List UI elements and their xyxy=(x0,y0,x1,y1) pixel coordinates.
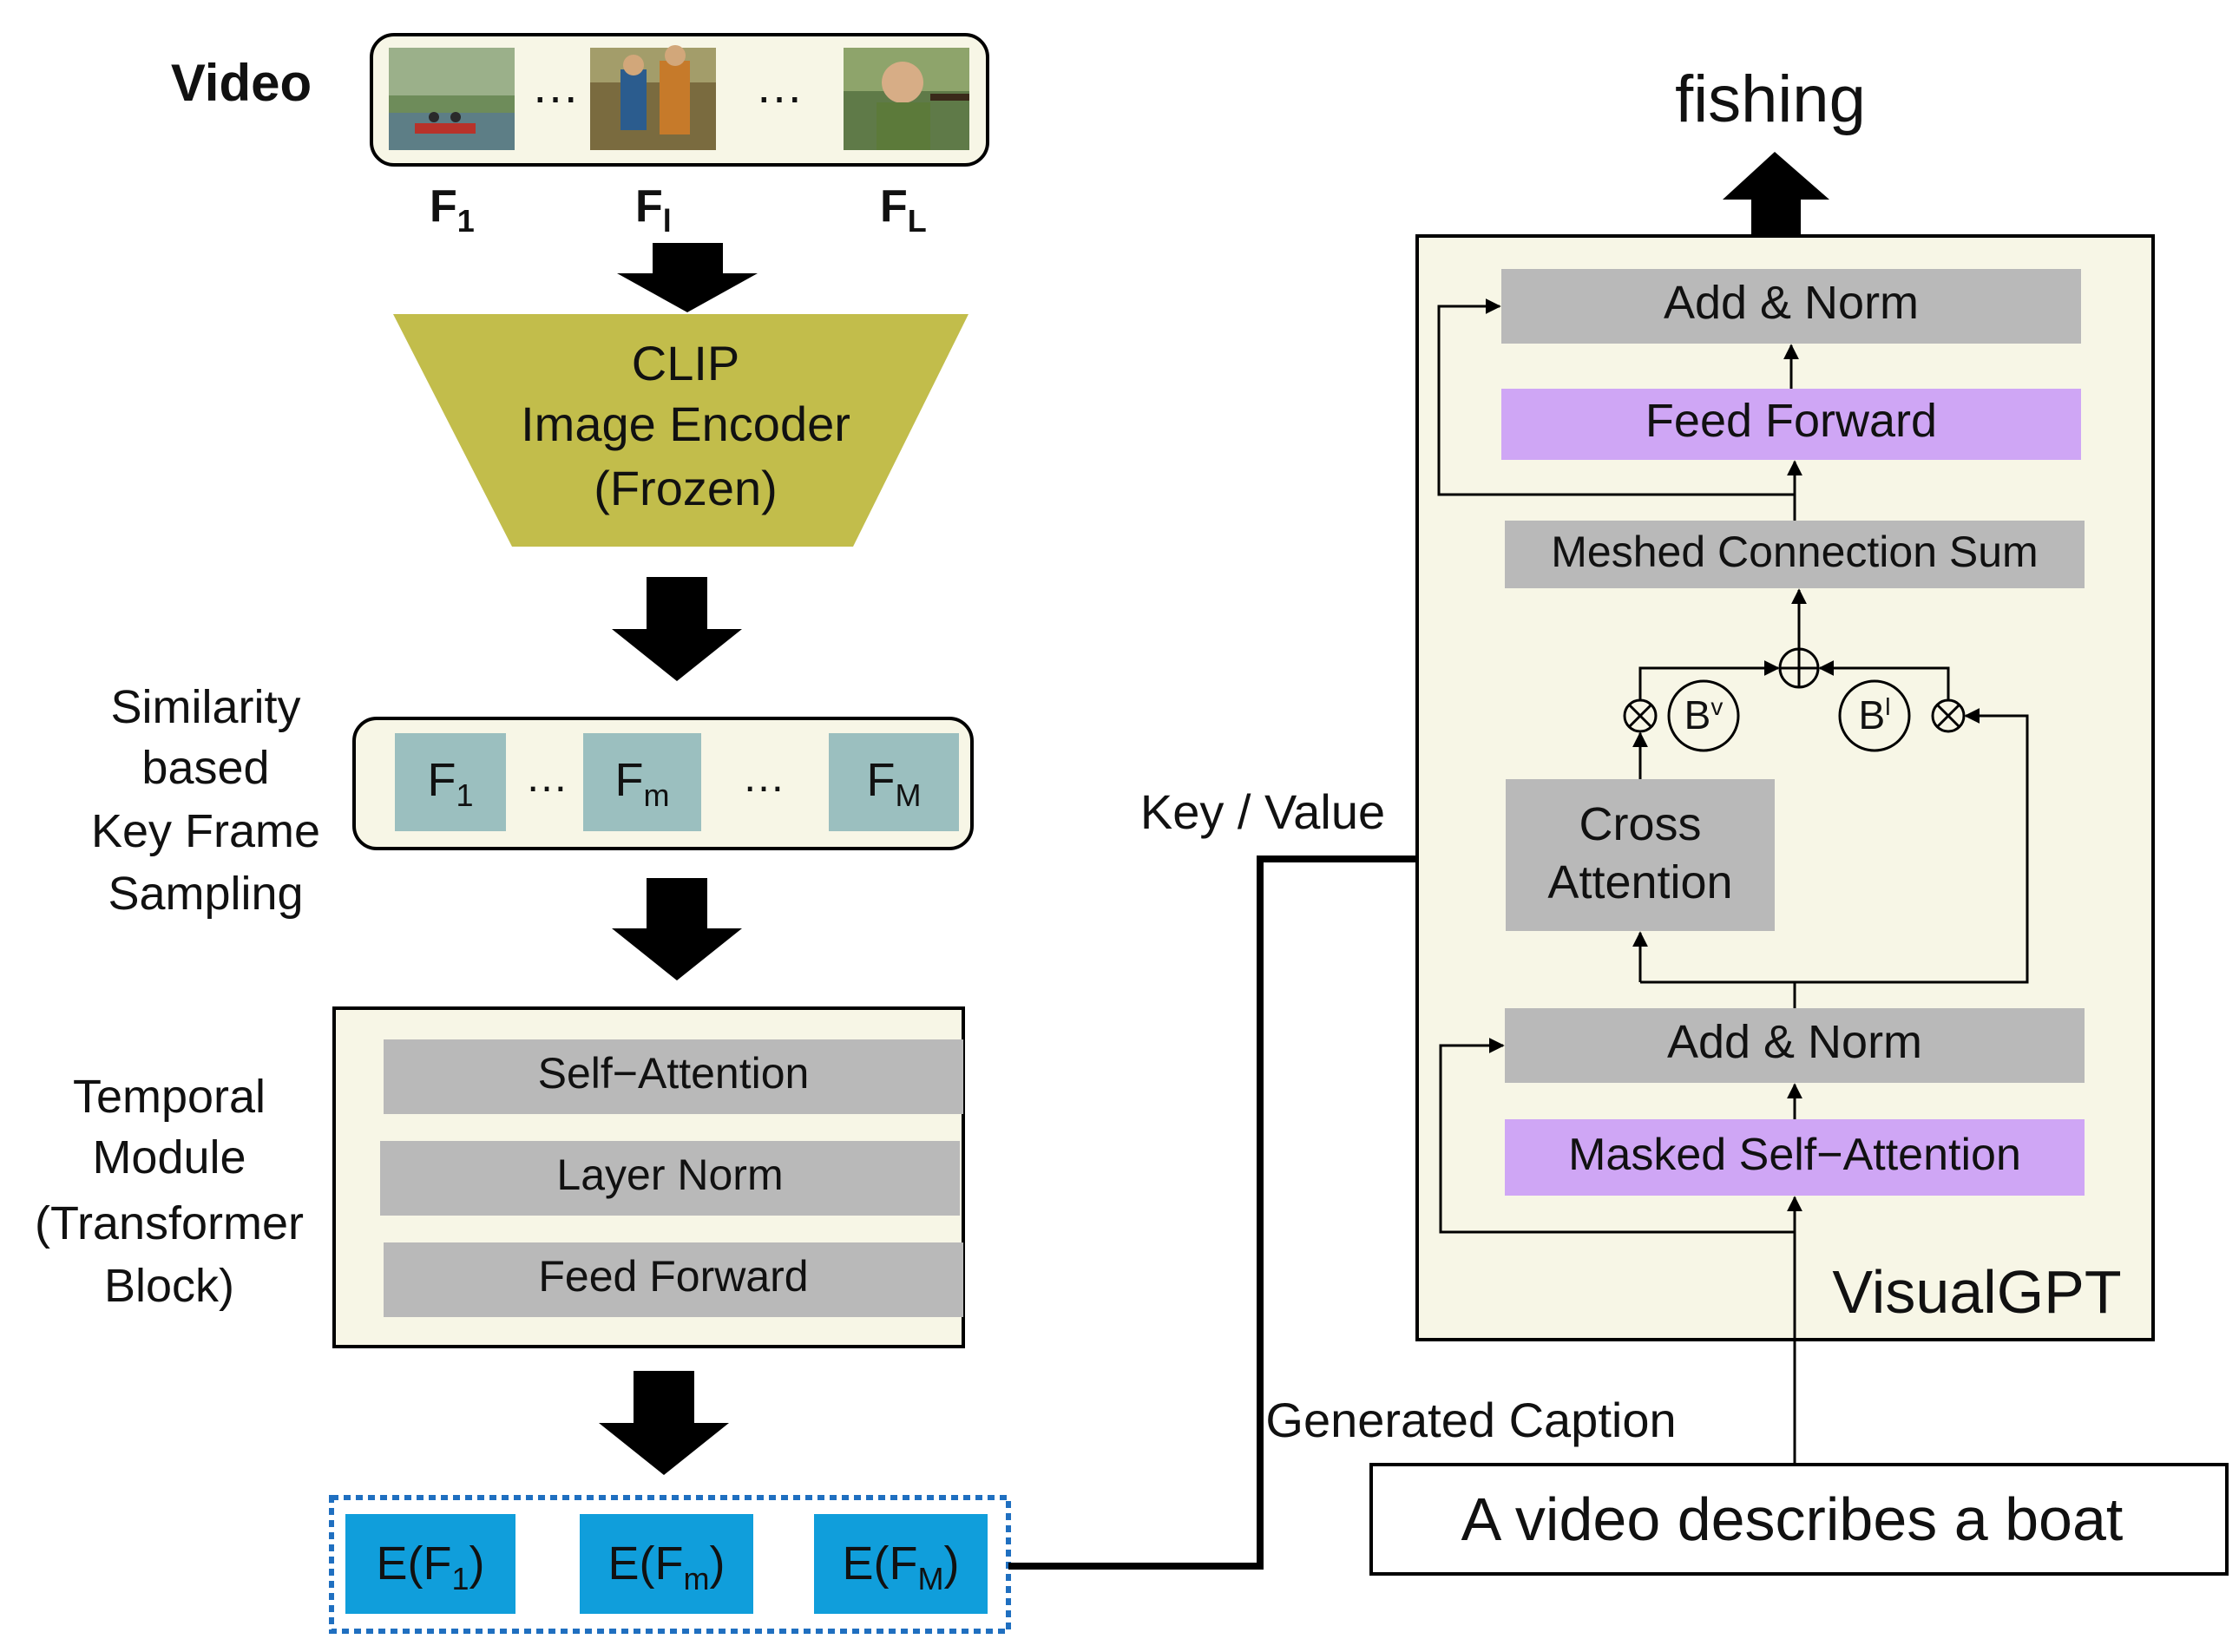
temporal-module-label: Temporal Module (Transformer Block) xyxy=(35,1071,304,1312)
caption-text-box xyxy=(1369,1463,2229,1576)
video-strip: … … xyxy=(370,33,989,167)
down-block-arrow-4 xyxy=(599,1371,729,1475)
layer-norm-label: Layer Norm xyxy=(556,1150,783,1199)
temporal-label-line-1: Temporal xyxy=(73,1071,266,1123)
feed-forward-layer xyxy=(384,1242,963,1317)
down-block-arrow-2 xyxy=(612,577,742,681)
encoder-line-1: CLIP xyxy=(632,336,740,390)
video-ellipsis-1: … xyxy=(531,58,580,113)
frame-label-1: F1 xyxy=(430,181,475,239)
key-frame-box-m xyxy=(583,733,701,831)
add-norm-top-block xyxy=(1501,269,2081,344)
feed-forward-label: Feed Forward xyxy=(538,1252,808,1301)
clip-image-encoder: CLIP Image Encoder (Frozen) xyxy=(393,314,968,547)
key-frame-strip: F1 … Fm … FM xyxy=(352,717,974,850)
video-frame-thumbnail-l xyxy=(590,45,716,150)
add-norm-bottom-label: Add & Norm xyxy=(1667,1016,1922,1068)
internal-connectors xyxy=(1437,298,2029,1465)
add-norm-top-label: Add & Norm xyxy=(1664,277,1919,329)
visualgpt-brand: VisualGPT xyxy=(1832,1258,2121,1326)
video-frame-labels: F1 Fl FL xyxy=(430,181,927,239)
key-frame-ellipsis-2: … xyxy=(742,752,785,801)
temporal-transformer-block: Self−Attention Layer Norm Feed Forward xyxy=(332,1006,965,1348)
cross-attention-line-1: Cross xyxy=(1579,798,1701,850)
embedding-box-M xyxy=(814,1514,988,1614)
embedding-label-1: E(F1) xyxy=(376,1537,484,1596)
frame-label-l: Fl xyxy=(635,181,672,239)
gate-bv-circle xyxy=(1667,679,1740,752)
temporal-label-line-2: Module xyxy=(92,1131,246,1183)
sampling-label-line-1: Similarity xyxy=(110,681,300,733)
gate-bv-label: Bv xyxy=(1684,692,1724,738)
key-frame-label-m: Fm xyxy=(615,754,670,813)
embedding-label-M: E(FM) xyxy=(843,1537,960,1596)
masked-self-attention-label: Masked Self−Attention xyxy=(1568,1130,2021,1180)
key-frame-box-M xyxy=(829,733,959,831)
cross-attention-line-2: Attention xyxy=(1547,856,1732,908)
embedding-box-m xyxy=(580,1514,753,1614)
key-frame-label-M: FM xyxy=(867,754,922,813)
down-block-arrow-3 xyxy=(612,878,742,980)
generated-caption-label: Generated Caption xyxy=(1265,1393,1676,1447)
temporal-label-line-4: Block) xyxy=(104,1260,234,1312)
sampling-label-line-2: based xyxy=(141,742,269,794)
video-frame-thumbnail-L xyxy=(844,48,969,150)
temporal-label-line-3: (Transformer xyxy=(35,1197,304,1249)
key-frame-ellipsis-1: … xyxy=(525,752,568,801)
sampling-label-line-3: Key Frame xyxy=(91,805,320,857)
gate-bl-label: Bl xyxy=(1859,692,1891,738)
video-ellipsis-2: … xyxy=(755,58,804,113)
encoder-line-2: Image Encoder xyxy=(521,397,850,451)
sampling-label: Similarity based Key Frame Sampling xyxy=(91,681,320,920)
frame-embeddings: E(F1) E(Fm) E(FM) xyxy=(329,1495,1011,1634)
down-block-arrow-1 xyxy=(617,243,758,312)
key-frame-label-1: F1 xyxy=(427,754,473,813)
meshed-sum-block xyxy=(1505,521,2085,588)
gating-symbols: Bv Bl xyxy=(1623,647,1966,752)
meshed-sum-label: Meshed Connection Sum xyxy=(1551,528,2038,576)
key-value-connector xyxy=(1008,845,1506,1570)
gate-bl-circle xyxy=(1838,679,1911,752)
masked-self-attention-block xyxy=(1505,1119,2085,1196)
frame-label-L: FL xyxy=(880,181,927,239)
key-frame-box-1 xyxy=(395,733,506,831)
feed-forward-block xyxy=(1501,389,2081,460)
embedding-label-m: E(Fm) xyxy=(608,1537,726,1596)
video-label: Video xyxy=(171,54,312,112)
output-word: fishing xyxy=(1675,62,1866,136)
self-attention-label: Self−Attention xyxy=(538,1049,810,1098)
video-frame-thumbnail-1 xyxy=(389,48,515,150)
key-value-label: Key / Value xyxy=(1140,784,1385,839)
embedding-box-1 xyxy=(345,1514,515,1614)
sampling-label-line-4: Sampling xyxy=(108,868,303,920)
encoder-trapezoid xyxy=(393,314,968,547)
encoder-line-3: (Frozen) xyxy=(594,461,778,515)
add-norm-bottom-block xyxy=(1505,1008,2085,1083)
up-block-arrow xyxy=(1723,152,1829,234)
feed-forward-block-label: Feed Forward xyxy=(1645,395,1937,447)
layer-norm-layer xyxy=(380,1141,960,1216)
cross-attention-block xyxy=(1506,779,1775,931)
caption-text: A video describes a boat xyxy=(1461,1485,2124,1553)
